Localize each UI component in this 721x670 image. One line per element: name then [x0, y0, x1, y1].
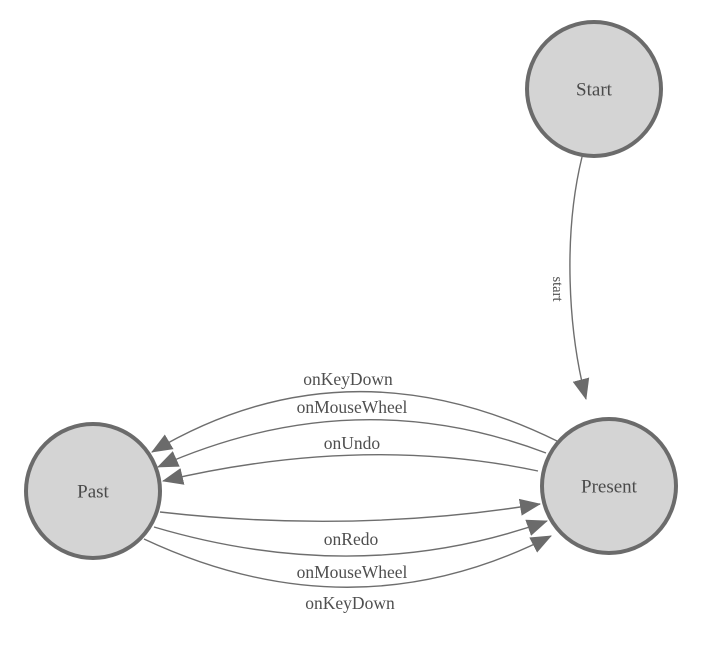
edge-label-onmousewheel-bottom: onMouseWheel [297, 562, 408, 582]
edge-label-onmousewheel-top: onMouseWheel [297, 397, 408, 417]
node-start[interactable]: Start [525, 20, 663, 158]
edge-past-to-present-onmousewheel[interactable] [153, 519, 548, 557]
edge-label-onredo: onRedo [324, 529, 379, 549]
edge-label-onundo: onUndo [324, 433, 381, 453]
edge-start-to-present[interactable] [569, 156, 590, 400]
edge-present-to-past-onundo[interactable] [162, 454, 539, 485]
node-past[interactable]: Past [24, 422, 162, 560]
node-past-label: Past [77, 482, 109, 503]
edge-label-onkeydown-top: onKeyDown [303, 369, 393, 389]
edge-past-to-present-onkeydown[interactable] [143, 535, 552, 588]
node-start-label: Start [576, 80, 613, 101]
node-present[interactable]: Present [540, 417, 678, 555]
edge-past-to-present-onredo[interactable] [159, 498, 541, 522]
node-start-circle[interactable] [525, 20, 663, 158]
edge-present-to-past-onmousewheel[interactable] [157, 419, 547, 468]
edge-label-start: start [549, 277, 565, 302]
node-past-circle[interactable] [24, 422, 162, 560]
node-present-label: Present [581, 477, 638, 498]
edge-label-onkeydown-bottom: onKeyDown [305, 593, 395, 613]
edge-present-to-past-onkeydown[interactable] [151, 391, 558, 453]
node-present-circle[interactable] [540, 417, 678, 555]
